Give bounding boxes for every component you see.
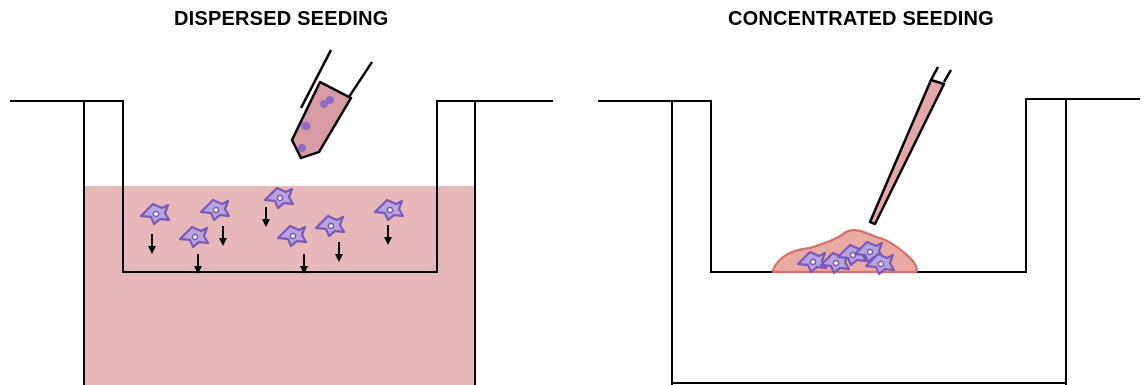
micropipette-icon <box>868 66 953 226</box>
concentrated-panel <box>598 66 1140 385</box>
concentrated-seeding-title: CONCENTRATED SEEDING <box>728 8 994 30</box>
pipette-icon <box>290 49 374 160</box>
dispersed-seeding-title: DISPERSED SEEDING <box>174 8 389 30</box>
dispersed-panel <box>10 49 553 385</box>
cell-cluster-icon <box>771 229 918 276</box>
down-arrow-icon <box>148 207 392 274</box>
culture-medium <box>84 186 475 385</box>
well-outline <box>10 100 553 385</box>
